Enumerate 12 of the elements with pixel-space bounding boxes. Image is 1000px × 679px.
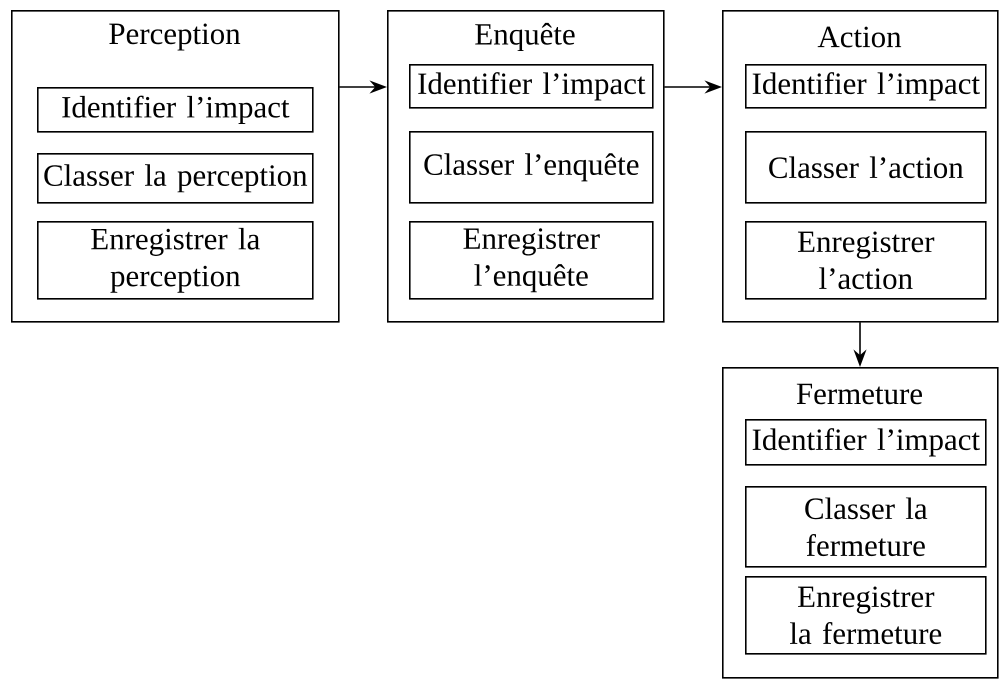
task-box: Identifier l’impact bbox=[745, 418, 987, 466]
task-box: Classer la perception bbox=[37, 153, 314, 204]
task-box: Classer la fermeture bbox=[745, 486, 987, 568]
task-box: Enregistrer l’action bbox=[745, 221, 987, 300]
task-box: Enregistrer la fermeture bbox=[745, 576, 987, 655]
task-box: Classer l’enquête bbox=[409, 131, 654, 204]
task-box: Identifier l’impact bbox=[409, 64, 654, 109]
task-box: Identifier l’impact bbox=[37, 87, 314, 133]
task-box: Enregistrer la perception bbox=[37, 221, 314, 300]
task-box: Classer l’action bbox=[745, 131, 987, 204]
task-box: Identifier l’impact bbox=[745, 64, 987, 109]
task-box: Enregistrer l’enquête bbox=[409, 221, 654, 300]
